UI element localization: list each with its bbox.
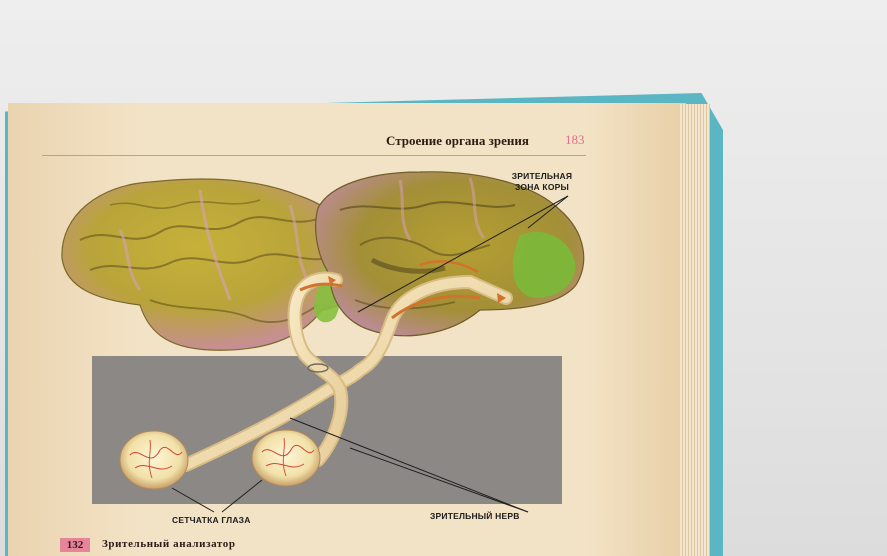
label-visual-cortex-line1: ЗРИТЕЛЬНАЯ: [502, 171, 582, 182]
right-eye: [252, 430, 320, 486]
label-visual-cortex-line2: ЗОНА КОРЫ: [502, 182, 582, 193]
label-retina: СЕТЧАТКА ГЛАЗА: [172, 515, 251, 526]
left-eye: [120, 431, 188, 489]
label-visual-cortex-zone: ЗРИТЕЛЬНАЯ ЗОНА КОРЫ: [502, 171, 582, 193]
footer-page-number: 132: [60, 538, 90, 552]
label-optic-nerve: ЗРИТЕЛЬНЫЙ НЕРВ: [430, 511, 520, 522]
footer-section-title: Зрительный анализатор: [102, 538, 236, 550]
right-brain-hemisphere: [316, 172, 584, 336]
left-brain-hemisphere: [62, 179, 360, 350]
